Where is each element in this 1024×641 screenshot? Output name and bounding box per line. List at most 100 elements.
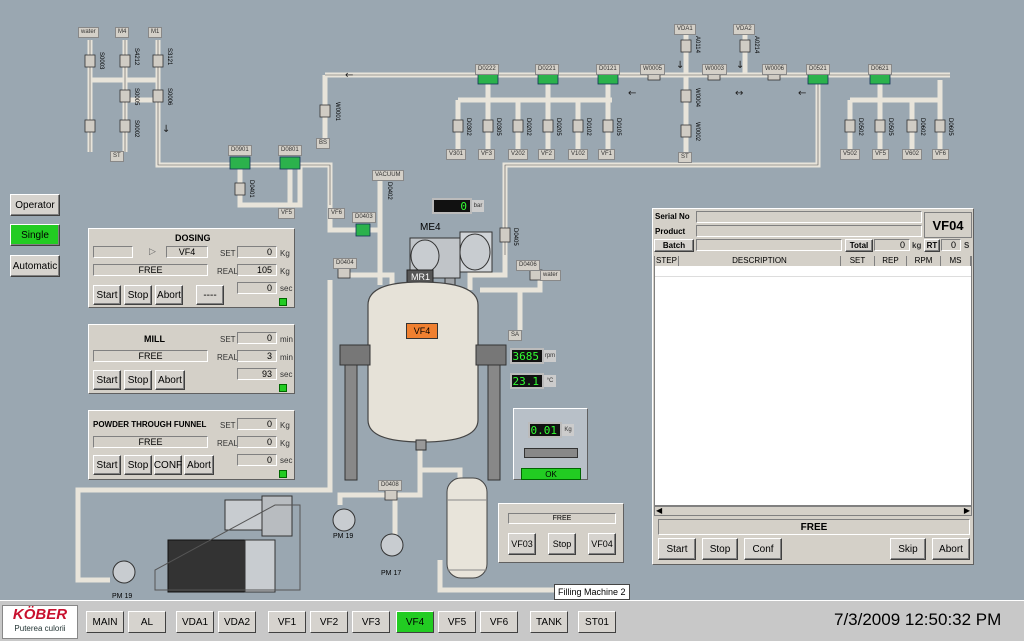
powder-conf-button[interactable]: CONF [154, 455, 182, 475]
tag-vf3: VF3 [478, 149, 496, 160]
nav-tank[interactable]: TANK [530, 611, 568, 633]
scale-value: 0.01 [530, 423, 558, 437]
svg-text:↓: ↓ [736, 60, 744, 71]
tag-vf6-right: VF6 [932, 149, 950, 160]
dosing-target-field: VF4 [166, 246, 208, 258]
pump-pm19-a-label: PM 19 [112, 593, 133, 600]
batch-button[interactable]: Batch [654, 239, 694, 252]
speed-value: 3685 [512, 349, 540, 363]
mill-abort-button[interactable]: Abort [155, 370, 185, 390]
powder-set-value[interactable]: 0 [237, 418, 277, 430]
filling-status: FREE [508, 513, 616, 524]
valve-d0221: D0221 [535, 64, 559, 75]
nav-vf4[interactable]: VF4 [396, 611, 434, 633]
recipe-table-row[interactable] [655, 267, 971, 277]
tag-st-left: ST [110, 151, 124, 162]
valve-a0214: A0214 [753, 36, 759, 54]
powder-abort-button[interactable]: Abort [184, 455, 214, 475]
product-field[interactable] [696, 225, 922, 237]
tag-vf2: VF2 [538, 149, 556, 160]
nav-st01[interactable]: ST01 [578, 611, 616, 633]
nav-vf5[interactable]: VF5 [438, 611, 476, 633]
scroll-right-icon[interactable]: ▶ [963, 506, 970, 515]
recipe-stop-button[interactable]: Stop [702, 538, 738, 560]
filling-vf04-button[interactable]: VF04 [588, 533, 616, 555]
recipe-conf-button[interactable]: Conf [744, 538, 782, 560]
mill-set-value[interactable]: 0 [237, 332, 277, 344]
powder-sec-unit: sec [280, 456, 293, 465]
single-button[interactable]: Single [10, 224, 60, 246]
automatic-button[interactable]: Automatic [10, 255, 60, 277]
pressure-value: 0 [460, 199, 467, 213]
dosing-start-button[interactable]: Start [93, 285, 121, 305]
datetime-display: 7/3/2009 12:50:32 PM [834, 610, 1002, 629]
valve-d0602: D0602 [919, 118, 925, 136]
nav-vda2[interactable]: VDA2 [218, 611, 256, 633]
horizontal-scrollbar[interactable]: ◀ ▶ [654, 506, 972, 516]
powder-stop-button[interactable]: Stop [124, 455, 152, 475]
nav-vf6[interactable]: VF6 [480, 611, 518, 633]
dosing-set-label: SET [220, 249, 236, 258]
valve-d0605: D0605 [947, 118, 953, 136]
product-label: Product [655, 227, 686, 236]
dosing-real-label: REAL [217, 267, 238, 276]
tag-vf5-right: VF5 [872, 149, 890, 160]
recipe-skip-button[interactable]: Skip [890, 538, 926, 560]
valve-w0003: W0003 [702, 64, 728, 75]
mill-stop-button[interactable]: Stop [124, 370, 152, 390]
filling-panel: FREE VF03 Stop VF04 [498, 503, 624, 563]
svg-text:↓: ↓ [676, 60, 684, 71]
dosing-status-led [279, 298, 287, 306]
valve-d0402: D0402 [386, 182, 392, 200]
pump-pm17-label: PM 17 [381, 570, 402, 577]
filling-vf03-button[interactable]: VF03 [508, 533, 536, 555]
nav-vda1[interactable]: VDA1 [176, 611, 214, 633]
play-icon: ▷ [149, 246, 156, 256]
temperature-value: 23.1 [512, 374, 540, 388]
recipe-start-button[interactable]: Start [658, 538, 696, 560]
nav-vf3[interactable]: VF3 [352, 611, 390, 633]
svg-text:↔: ↔ [735, 88, 743, 99]
scale-platform-icon [524, 448, 578, 458]
scale-unit: Kg [562, 424, 574, 436]
tag-v502: V502 [840, 149, 861, 160]
scale-display: 0.01 Kg [528, 422, 574, 438]
nav-al[interactable]: AL [128, 611, 166, 633]
valve-w0005: W0005 [640, 64, 666, 75]
scroll-left-icon[interactable]: ◀ [656, 506, 663, 515]
valve-d0403: D0403 [352, 212, 376, 223]
dosing-stop-button[interactable]: Stop [124, 285, 152, 305]
dosing-panel: DOSING ▷ VF4 SET 0 Kg FREE REAL 105 Kg 0… [88, 228, 295, 308]
recipe-abort-button[interactable]: Abort [932, 538, 970, 560]
valve-a0114: A0114 [694, 36, 700, 53]
kober-logo: KÖBER Puterea culorii [2, 605, 78, 639]
mill-set-unit: min [280, 335, 293, 344]
valve-d0401: D0401 [248, 180, 254, 198]
tag-vda1: VDA1 [674, 24, 696, 35]
col-rpm: RPM [907, 256, 941, 266]
dosing-extra-button[interactable]: ---- [196, 285, 224, 305]
operator-button[interactable]: Operator [10, 194, 60, 216]
valve-d0521: D0521 [806, 64, 830, 75]
nav-vf2[interactable]: VF2 [310, 611, 348, 633]
mill-sec-value: 93 [237, 368, 277, 380]
filling-machine-2-label[interactable]: Filling Machine 2 [554, 584, 630, 600]
vessel-vf4-label[interactable]: VF4 [406, 323, 438, 339]
powder-start-button[interactable]: Start [93, 455, 121, 475]
mill-sec-unit: sec [280, 370, 293, 379]
mill-start-button[interactable]: Start [93, 370, 121, 390]
nav-vf1[interactable]: VF1 [268, 611, 306, 633]
dosing-abort-button[interactable]: Abort [155, 285, 183, 305]
dosing-set-value[interactable]: 0 [237, 246, 277, 258]
powder-status-led [279, 470, 287, 478]
dosing-sec-value: 0 [237, 282, 277, 294]
batch-field[interactable] [696, 239, 842, 251]
navigation-bar: KÖBER Puterea culorii MAIN AL VDA1 VDA2 … [0, 600, 1024, 641]
serial-no-field[interactable] [696, 211, 922, 223]
valve-s3121: S3121 [166, 48, 172, 66]
dosing-sec-unit: sec [280, 284, 293, 293]
valve-s0002: S0002 [133, 120, 139, 138]
col-step: STEP [655, 256, 679, 266]
filling-stop-button[interactable]: Stop [548, 533, 576, 555]
nav-main[interactable]: MAIN [86, 611, 124, 633]
